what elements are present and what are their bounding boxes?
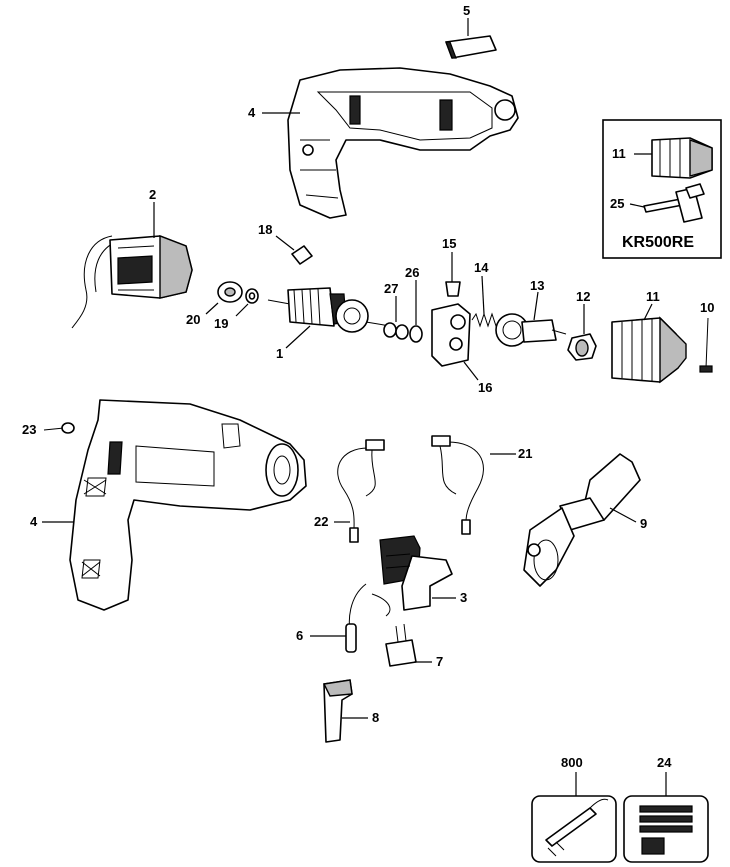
part-11-chuck: 11 <box>611 289 687 384</box>
callout-13: 13 <box>530 278 544 293</box>
callout-2: 2 <box>149 187 156 202</box>
part-14-spring: 14 <box>471 260 501 328</box>
callout-800: 800 <box>561 755 583 770</box>
part-4-housing-half-top: 4 <box>248 67 519 219</box>
callout-27: 27 <box>384 281 398 296</box>
part-22-wire-lead: 22 <box>314 439 385 543</box>
callout-4-top: 4 <box>248 105 256 120</box>
callout-23: 23 <box>22 422 36 437</box>
part-800-accessory: 800 <box>531 755 617 863</box>
part-9-side-handle: 9 <box>523 453 647 587</box>
callout-21: 21 <box>518 446 532 461</box>
part-18-clip: 18 <box>258 222 313 265</box>
callout-6: 6 <box>296 628 303 643</box>
kit-kr500re-box: 11 25 KR500RE <box>602 119 722 259</box>
part-16-gear-plate: 16 <box>431 303 492 395</box>
callout-25: 25 <box>610 196 624 211</box>
callout-1: 1 <box>276 346 283 361</box>
part-12-collar: 12 <box>567 289 597 361</box>
kit-title: KR500RE <box>622 234 694 251</box>
part-7-capacitor: 7 <box>385 623 443 669</box>
callout-15: 15 <box>442 236 456 251</box>
part-8-cord-protector: 8 <box>322 679 379 743</box>
part-24-manual: 24 <box>623 755 709 863</box>
callout-20: 20 <box>186 312 200 327</box>
kit-chuck-key: 25 <box>610 183 705 223</box>
callout-19: 19 <box>214 316 228 331</box>
callout-11-kit: 11 <box>612 146 626 161</box>
part-6-cord-connector: 6 <box>296 583 391 653</box>
callout-3: 3 <box>460 590 467 605</box>
part-20-bearing: 20 <box>186 281 243 327</box>
callout-4-bottom: 4 <box>30 514 38 529</box>
callout-16: 16 <box>478 380 492 395</box>
callout-11-chuck: 11 <box>646 289 660 304</box>
callout-14: 14 <box>474 260 489 275</box>
part-26-washer: 26 <box>405 265 423 343</box>
part-23-screw: 23 <box>22 422 75 437</box>
callout-26: 26 <box>405 265 419 280</box>
part-15-latch: 15 <box>442 236 461 297</box>
callout-18: 18 <box>258 222 272 237</box>
part-10-screw: 10 <box>699 300 714 373</box>
part-27-washers: 27 <box>383 281 409 340</box>
part-4-housing-assembled: 4 <box>30 399 307 611</box>
callout-7: 7 <box>436 654 443 669</box>
callout-5: 5 <box>463 3 470 18</box>
callout-22: 22 <box>314 514 328 529</box>
callout-12: 12 <box>576 289 590 304</box>
part-1-armature: 1 <box>267 287 391 361</box>
part-21-wire-lead: 21 <box>431 435 532 535</box>
part-19-washer: 19 <box>214 288 259 331</box>
kit-keyed-chuck: 11 <box>612 137 713 179</box>
part-5-switch-button: 5 <box>445 3 497 59</box>
part-3-switch: 3 <box>379 535 467 611</box>
callout-24: 24 <box>657 755 672 770</box>
callout-10: 10 <box>700 300 714 315</box>
part-13-spindle-gear: 13 <box>495 278 567 347</box>
part-2-field-stator: 2 <box>71 187 193 329</box>
callout-8: 8 <box>372 710 379 725</box>
callout-9: 9 <box>640 516 647 531</box>
